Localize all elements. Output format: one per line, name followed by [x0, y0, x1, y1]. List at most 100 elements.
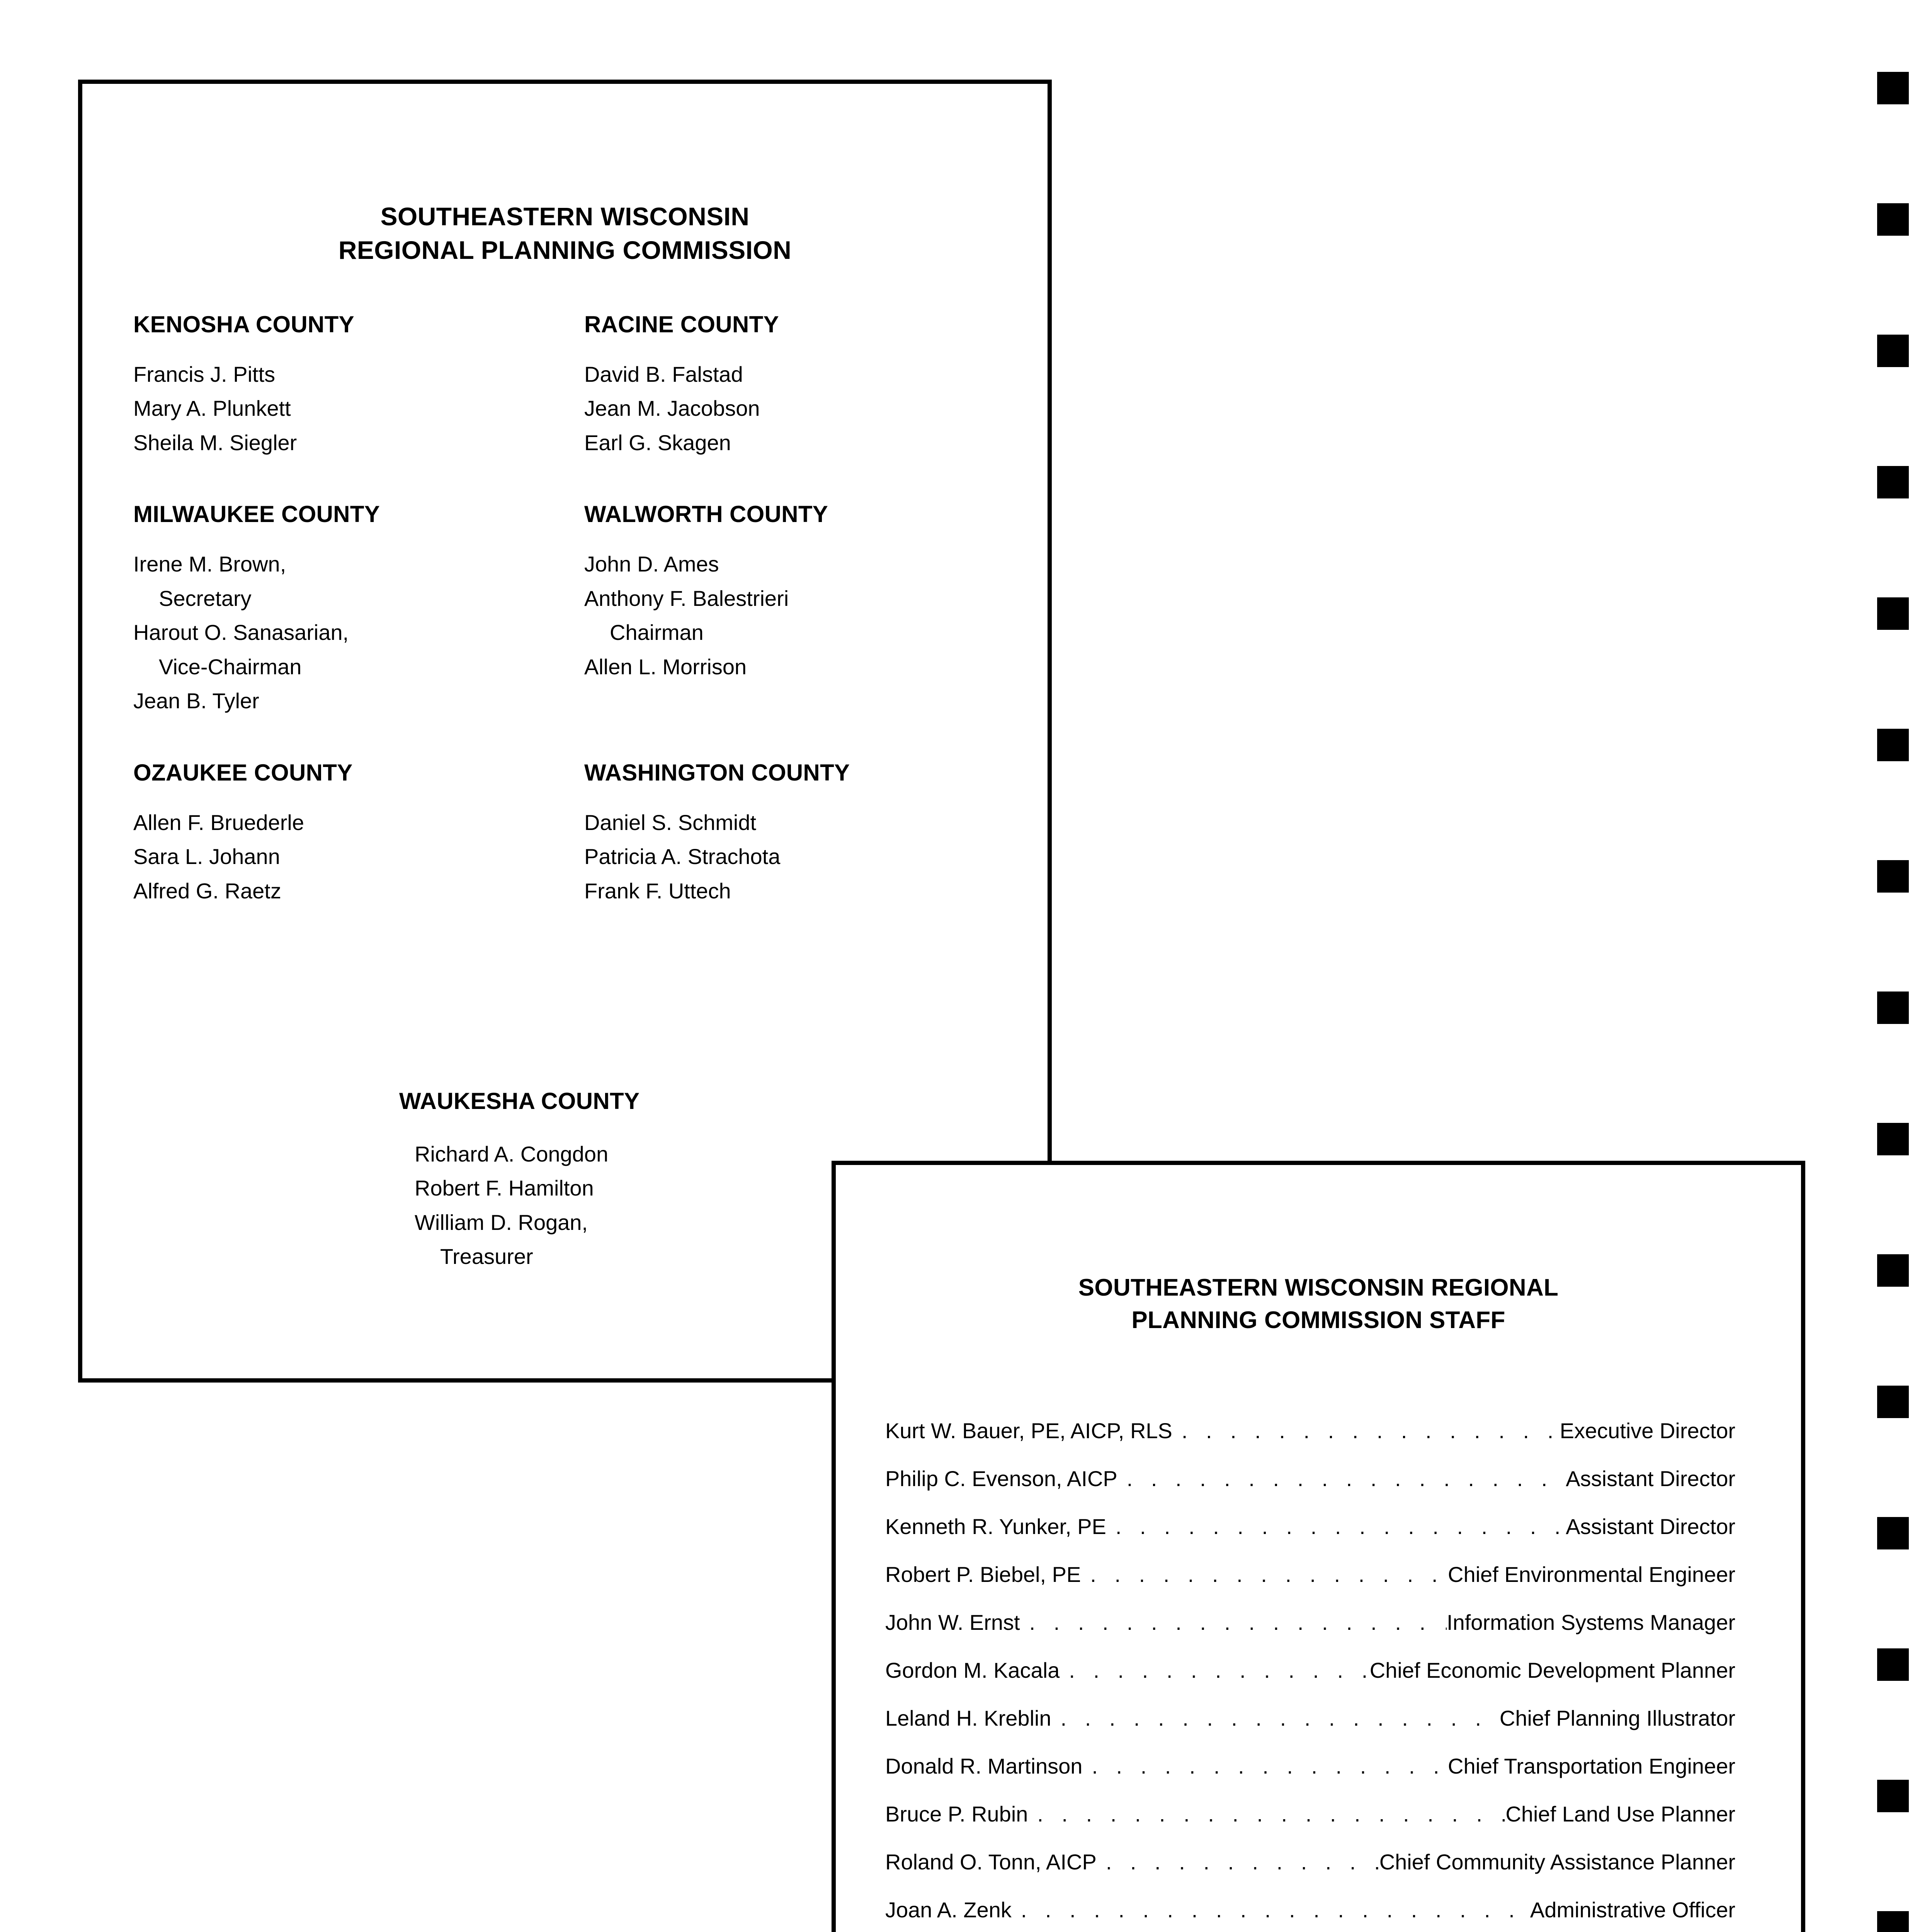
county-block-walworth: WALWORTH COUNTY John D. Ames Anthony F. … — [568, 502, 1003, 718]
spacer — [133, 718, 1003, 760]
dot-leader: . . . . . . . . . . . . . . . . . . . . … — [1060, 1708, 1500, 1729]
member-name: Jean M. Jacobson — [584, 396, 760, 421]
scan-registration-mark — [1877, 1648, 1909, 1681]
county-block-ozaukee: OZAUKEE COUNTY Allen F. Bruederle Sara L… — [133, 760, 568, 908]
scan-registration-mark — [1877, 203, 1909, 236]
member-name: Earl G. Skagen — [584, 430, 731, 455]
member-name: Sara L. Johann — [133, 844, 280, 869]
member-name: Richard A. Congdon — [415, 1142, 609, 1166]
staff-row: Robert P. Biebel, PE . . . . . . . . . .… — [885, 1564, 1735, 1612]
staff-row: Philip C. Evenson, AICP . . . . . . . . … — [885, 1468, 1735, 1516]
staff-row: Gordon M. Kacala . . . . . . . . . . . .… — [885, 1660, 1735, 1708]
county-block-waukesha: WAUKESHA COUNTY Richard A. Congdon Rober… — [399, 1088, 979, 1274]
staff-row: Leland H. Kreblin . . . . . . . . . . . … — [885, 1708, 1735, 1755]
member-name: John D. Ames — [584, 552, 719, 577]
member-name: Allen L. Morrison — [584, 654, 747, 679]
scan-registration-mark — [1877, 1386, 1909, 1418]
staff-person: Donald R. Martinson — [885, 1755, 1083, 1778]
staff-role: Chief Community Assistance Planner — [1379, 1851, 1735, 1874]
scan-registration-mark — [1877, 1123, 1909, 1155]
staff-person: Roland O. Tonn, AICP — [885, 1851, 1097, 1874]
staff-role: Chief Environmental Engineer — [1448, 1564, 1735, 1587]
staff-person: Bruce P. Rubin — [885, 1803, 1028, 1826]
county-block-washington: WASHINGTON COUNTY Daniel S. Schmidt Patr… — [568, 760, 1003, 908]
staff-title: SOUTHEASTERN WISCONSIN REGIONAL PLANNING… — [1078, 1274, 1559, 1334]
county-heading: WALWORTH COUNTY — [584, 501, 828, 527]
dot-leader: . . . . . . . . . . . . . . . . . . . . … — [1092, 1755, 1448, 1777]
staff-role: Chief Transportation Engineer — [1448, 1755, 1735, 1778]
county-heading: WASHINGTON COUNTY — [584, 759, 850, 786]
member-name: Patricia A. Strachota — [584, 844, 781, 869]
county-heading: RACINE COUNTY — [584, 311, 779, 337]
commission-staff-box: SOUTHEASTERN WISCONSIN REGIONAL PLANNING… — [832, 1161, 1805, 1932]
county-heading: MILWAUKEE COUNTY — [133, 501, 380, 527]
staff-role: Assistant Director — [1566, 1516, 1735, 1539]
member-name: Anthony F. Balestrieri — [584, 586, 789, 611]
member-name: Robert F. Hamilton — [415, 1176, 594, 1201]
county-grid: KENOSHA COUNTY Francis J. Pitts Mary A. … — [133, 312, 1003, 908]
scan-registration-mark — [1877, 466, 1909, 498]
staff-role: Chief Land Use Planner — [1505, 1803, 1735, 1826]
staff-role: Administrative Officer — [1530, 1899, 1735, 1922]
staff-person: Gordon M. Kacala — [885, 1660, 1060, 1682]
member-name: Alfred G. Raetz — [133, 878, 281, 903]
staff-role: Chief Economic Development Planner — [1369, 1660, 1735, 1682]
county-row: KENOSHA COUNTY Francis J. Pitts Mary A. … — [133, 312, 1003, 460]
county-block-kenosha: KENOSHA COUNTY Francis J. Pitts Mary A. … — [133, 312, 568, 460]
staff-person: Kenneth R. Yunker, PE — [885, 1516, 1106, 1539]
dot-leader: . . . . . . . . . . . . . . . . . . . . … — [1037, 1803, 1505, 1825]
staff-row: Kurt W. Bauer, PE, AICP, RLS . . . . . .… — [885, 1420, 1735, 1468]
member-name: Harout O. Sanasarian, — [133, 620, 349, 645]
staff-row: Donald R. Martinson . . . . . . . . . . … — [885, 1755, 1735, 1803]
county-heading: WAUKESHA COUNTY — [399, 1088, 640, 1114]
scan-registration-mark — [1877, 1517, 1909, 1549]
county-row: OZAUKEE COUNTY Allen F. Bruederle Sara L… — [133, 760, 1003, 908]
county-block-racine: RACINE COUNTY David B. Falstad Jean M. J… — [568, 312, 1003, 460]
dot-leader: . . . . . . . . . . . . . . . . . . . . … — [1126, 1468, 1566, 1490]
dot-leader: . . . . . . . . . . . . . . . . . . . . … — [1090, 1564, 1448, 1585]
dot-leader: . . . . . . . . . . . . . . . . . . . . … — [1069, 1660, 1369, 1681]
scan-registration-mark — [1877, 992, 1909, 1024]
dot-leader: . . . . . . . . . . . . . . . . . . . . … — [1020, 1899, 1530, 1921]
scan-registration-mark — [1877, 860, 1909, 893]
staff-role: Executive Director — [1560, 1420, 1735, 1443]
member-role: Treasurer — [440, 1244, 533, 1269]
member-name: Irene M. Brown, — [133, 552, 286, 577]
scan-registration-mark — [1877, 597, 1909, 630]
staff-person: Robert P. Biebel, PE — [885, 1564, 1081, 1587]
member-role: Secretary — [159, 586, 252, 611]
staff-person: Philip C. Evenson, AICP — [885, 1468, 1117, 1491]
scan-registration-marks — [1843, 0, 1932, 1932]
member-role: Chairman — [610, 620, 704, 645]
staff-person: Kurt W. Bauer, PE, AICP, RLS — [885, 1420, 1172, 1443]
staff-role: Chief Planning Illustrator — [1499, 1708, 1735, 1730]
scan-registration-mark — [1877, 1911, 1909, 1932]
scan-registration-mark — [1877, 729, 1909, 761]
staff-row: Kenneth R. Yunker, PE . . . . . . . . . … — [885, 1516, 1735, 1564]
commission-title: SOUTHEASTERN WISCONSIN REGIONAL PLANNING… — [338, 202, 792, 265]
county-block-milwaukee: MILWAUKEE COUNTY Irene M. Brown, Secreta… — [133, 502, 568, 718]
staff-person: John W. Ernst — [885, 1612, 1020, 1634]
member-name: Sheila M. Siegler — [133, 430, 297, 455]
staff-list: Kurt W. Bauer, PE, AICP, RLS . . . . . .… — [885, 1420, 1735, 1932]
dot-leader: . . . . . . . . . . . . . . . . . . . . … — [1105, 1851, 1379, 1873]
member-name: Frank F. Uttech — [584, 878, 731, 903]
member-name: William D. Rogan, — [415, 1210, 588, 1235]
dot-leader: . . . . . . . . . . . . . . . . . . . . … — [1115, 1516, 1566, 1537]
staff-row: Roland O. Tonn, AICP . . . . . . . . . .… — [885, 1851, 1735, 1899]
scan-registration-mark — [1877, 1254, 1909, 1287]
spacer — [133, 460, 1003, 502]
member-name: Daniel S. Schmidt — [584, 810, 757, 835]
dot-leader: . . . . . . . . . . . . . . . . . . . . … — [1181, 1420, 1560, 1442]
member-name: Francis J. Pitts — [133, 362, 276, 386]
member-name: David B. Falstad — [584, 362, 743, 386]
staff-role: Information Systems Manager — [1447, 1612, 1735, 1634]
scan-registration-mark — [1877, 1780, 1909, 1812]
scan-registration-mark — [1877, 72, 1909, 104]
county-row: MILWAUKEE COUNTY Irene M. Brown, Secreta… — [133, 502, 1003, 718]
staff-row: Bruce P. Rubin . . . . . . . . . . . . .… — [885, 1803, 1735, 1851]
dot-leader: . . . . . . . . . . . . . . . . . . . . … — [1029, 1612, 1447, 1633]
staff-role: Assistant Director — [1566, 1468, 1735, 1491]
member-name: Jean B. Tyler — [133, 689, 259, 713]
